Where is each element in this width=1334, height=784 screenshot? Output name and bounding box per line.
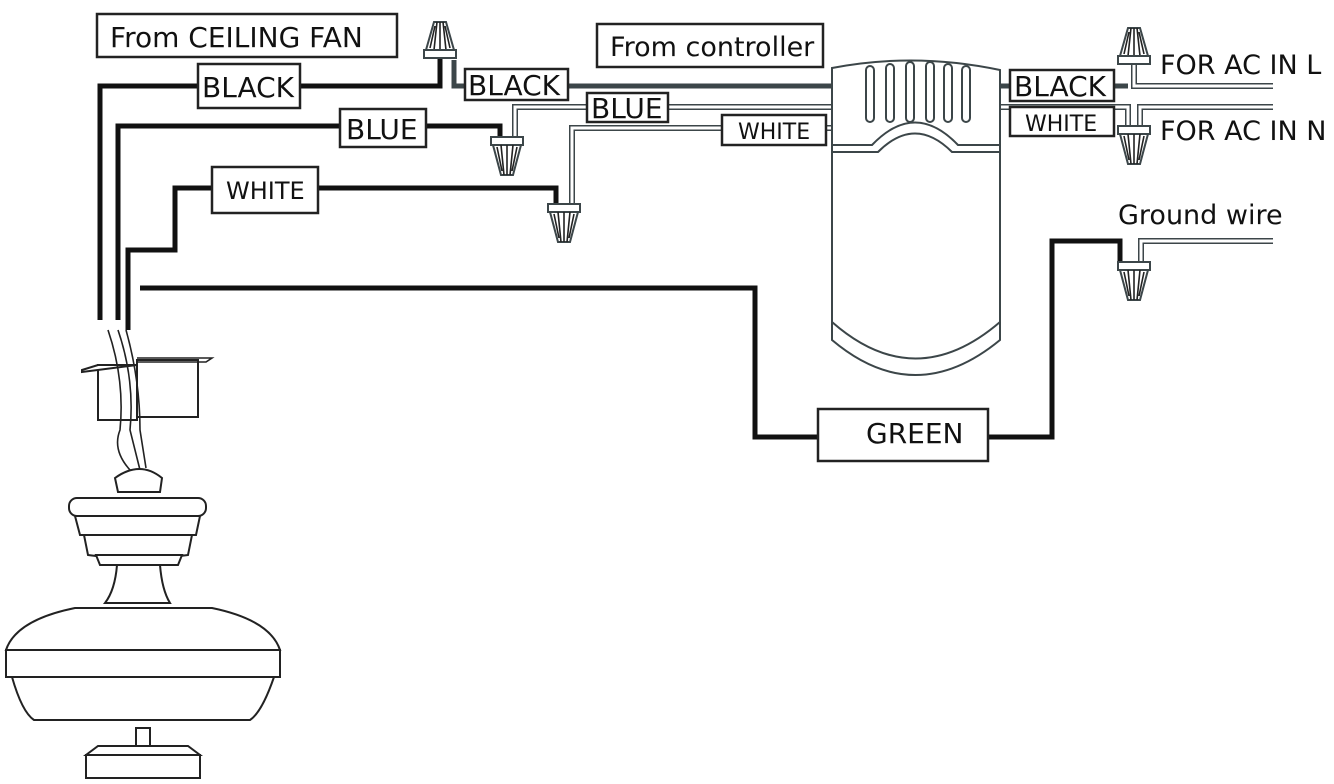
green-wire-label: GREEN (816, 407, 990, 463)
ac-in-n-label: FOR AC IN N (1160, 116, 1327, 147)
fan-ground-wire (140, 238, 1123, 440)
controller-blue-label: BLUE (585, 91, 670, 125)
svg-text:BLACK: BLACK (468, 69, 561, 102)
input-white-label: WHITE (1008, 105, 1116, 138)
svg-text:BLACK: BLACK (1014, 70, 1107, 103)
wire-nut-icon (490, 136, 524, 176)
input-black-label: BLACK (1008, 68, 1116, 103)
fan-blue-wire (115, 123, 503, 320)
ground-in-wire (1138, 238, 1273, 262)
fan-white-wire (125, 185, 559, 330)
wire-nut-icon (1117, 261, 1151, 301)
fan-white-label: WHITE (210, 165, 320, 215)
controller-black-label: BLACK (463, 67, 570, 102)
wire-nut-icon (547, 203, 581, 243)
controller-black-wire (451, 60, 833, 89)
ac-in-l-label: FOR AC IN L (1160, 50, 1321, 81)
svg-text:From CEILING FAN: From CEILING FAN (110, 21, 363, 54)
controller-blue-wire (512, 104, 833, 138)
svg-text:WHITE: WHITE (1025, 112, 1097, 137)
title-from-controller: From controller (595, 22, 825, 69)
wire-nut-icon (1117, 125, 1151, 165)
svg-text:BLACK: BLACK (202, 71, 295, 104)
svg-text:BLUE: BLUE (591, 92, 663, 125)
svg-text:WHITE: WHITE (738, 120, 810, 145)
svg-text:From controller: From controller (610, 32, 815, 63)
ceiling-fan-icon (4, 329, 282, 779)
input-n-wire (1137, 104, 1273, 128)
fan-blue-label: BLUE (338, 107, 428, 149)
title-from-ceiling-fan: From CEILING FAN (95, 12, 399, 59)
svg-text:BLUE: BLUE (346, 113, 418, 146)
wire-nut-icon (1117, 27, 1151, 65)
wire-nut-icon (423, 21, 457, 59)
svg-text:WHITE: WHITE (226, 177, 305, 205)
controller-white-label: WHITE (720, 113, 828, 147)
input-l-wire (1131, 62, 1273, 89)
ground-wire-label: Ground wire (1118, 200, 1283, 231)
fan-black-label: BLACK (196, 62, 302, 110)
svg-text:GREEN: GREEN (866, 417, 963, 450)
controller-receiver-icon (831, 59, 1001, 376)
